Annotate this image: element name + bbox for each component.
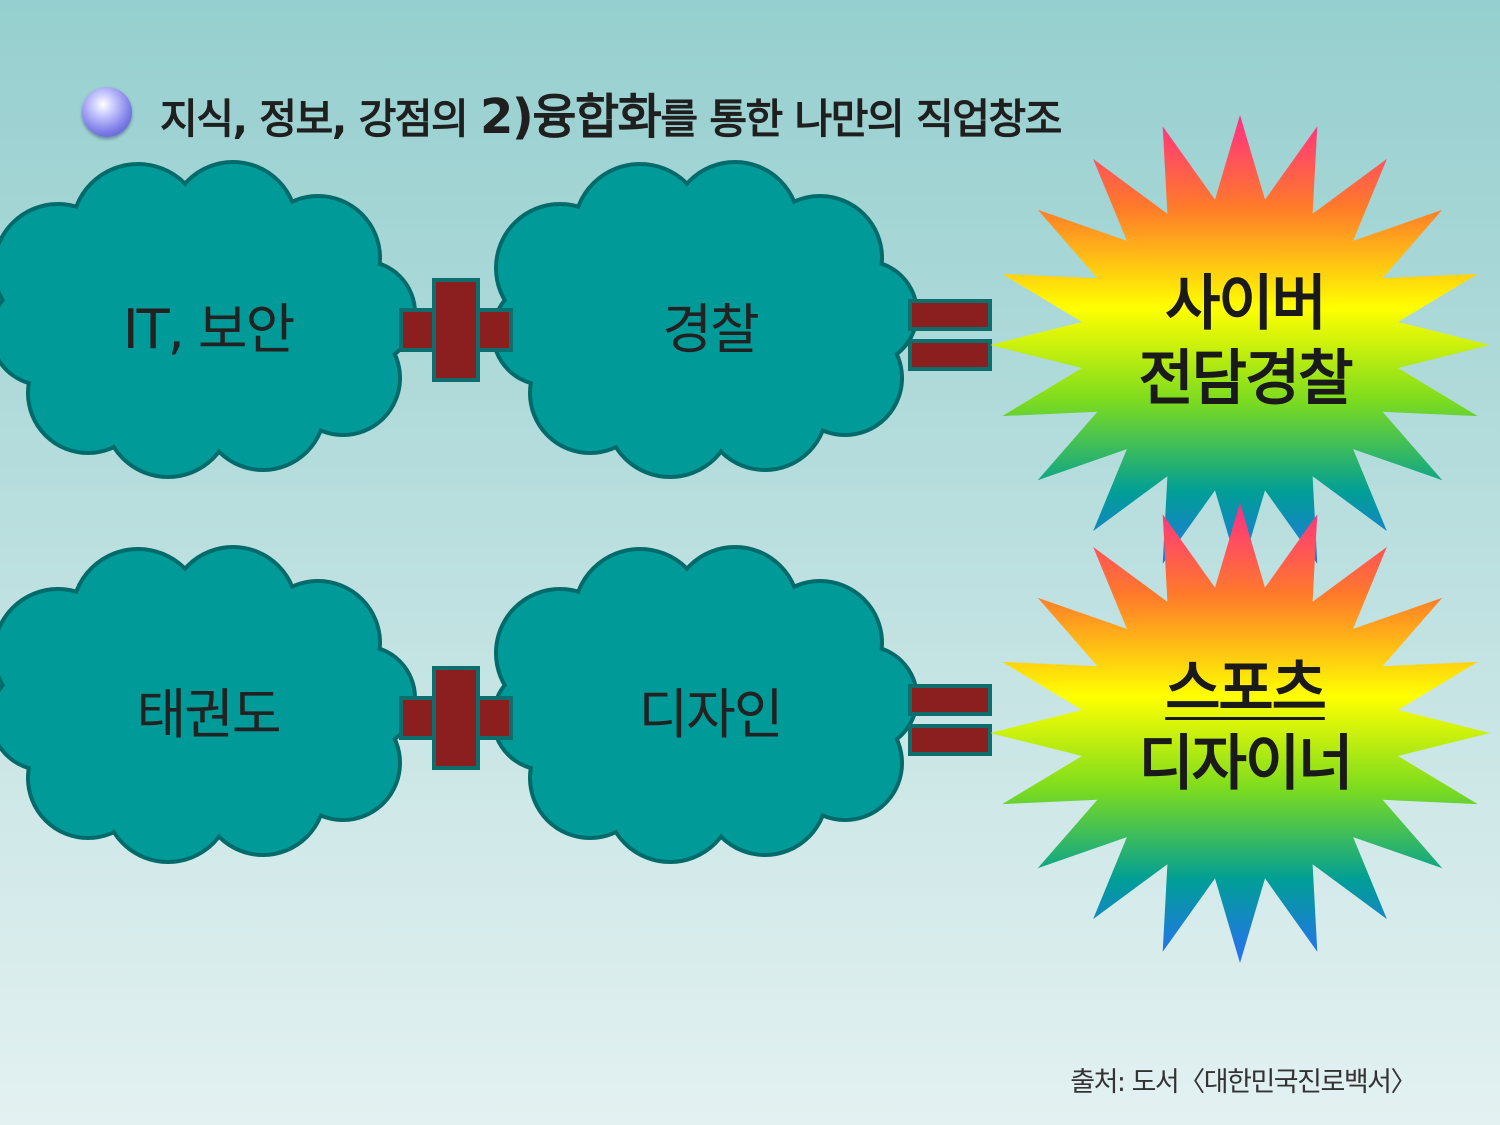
equals-icon [908, 684, 992, 756]
result-label-sports-designer: 스포츠 디자이너 [1045, 652, 1445, 802]
result-line: 디자이너 [1138, 729, 1354, 799]
right-term-label: 디자인 [638, 683, 783, 746]
source-citation: 출처: 도서〈대한민국진로백서〉 [1070, 1067, 1417, 1098]
result-line: 사이버 [1165, 269, 1327, 339]
title-part1: 지식, 정보, 강점의 [160, 95, 481, 143]
result-line: 전담경찰 [1138, 344, 1354, 414]
plus-icon [399, 666, 513, 770]
starburst-cyber-police [990, 115, 1490, 575]
equals-icon [908, 299, 992, 371]
page-title: 지식, 정보, 강점의 2)융합화를 통한 나만의 직업창조 [160, 77, 1062, 147]
result-label-cyber-police: 사이버 전담경찰 [1045, 267, 1445, 417]
left-term-label: 태권도 [136, 683, 281, 746]
title-part3: 를 통한 나만의 직업창조 [660, 95, 1062, 143]
title-part2: 2)융합화 [480, 89, 662, 145]
sphere-bullet-icon [82, 87, 132, 137]
plus-icon [399, 278, 513, 382]
starburst-sports-designer [990, 503, 1490, 963]
title-row: 지식, 정보, 강점의 2)융합화를 통한 나만의 직업창조 [82, 77, 1062, 147]
result-line: 스포츠 [1165, 654, 1327, 724]
left-term-label: IT, 보안 [122, 298, 296, 361]
right-term-label: 경찰 [662, 298, 759, 361]
